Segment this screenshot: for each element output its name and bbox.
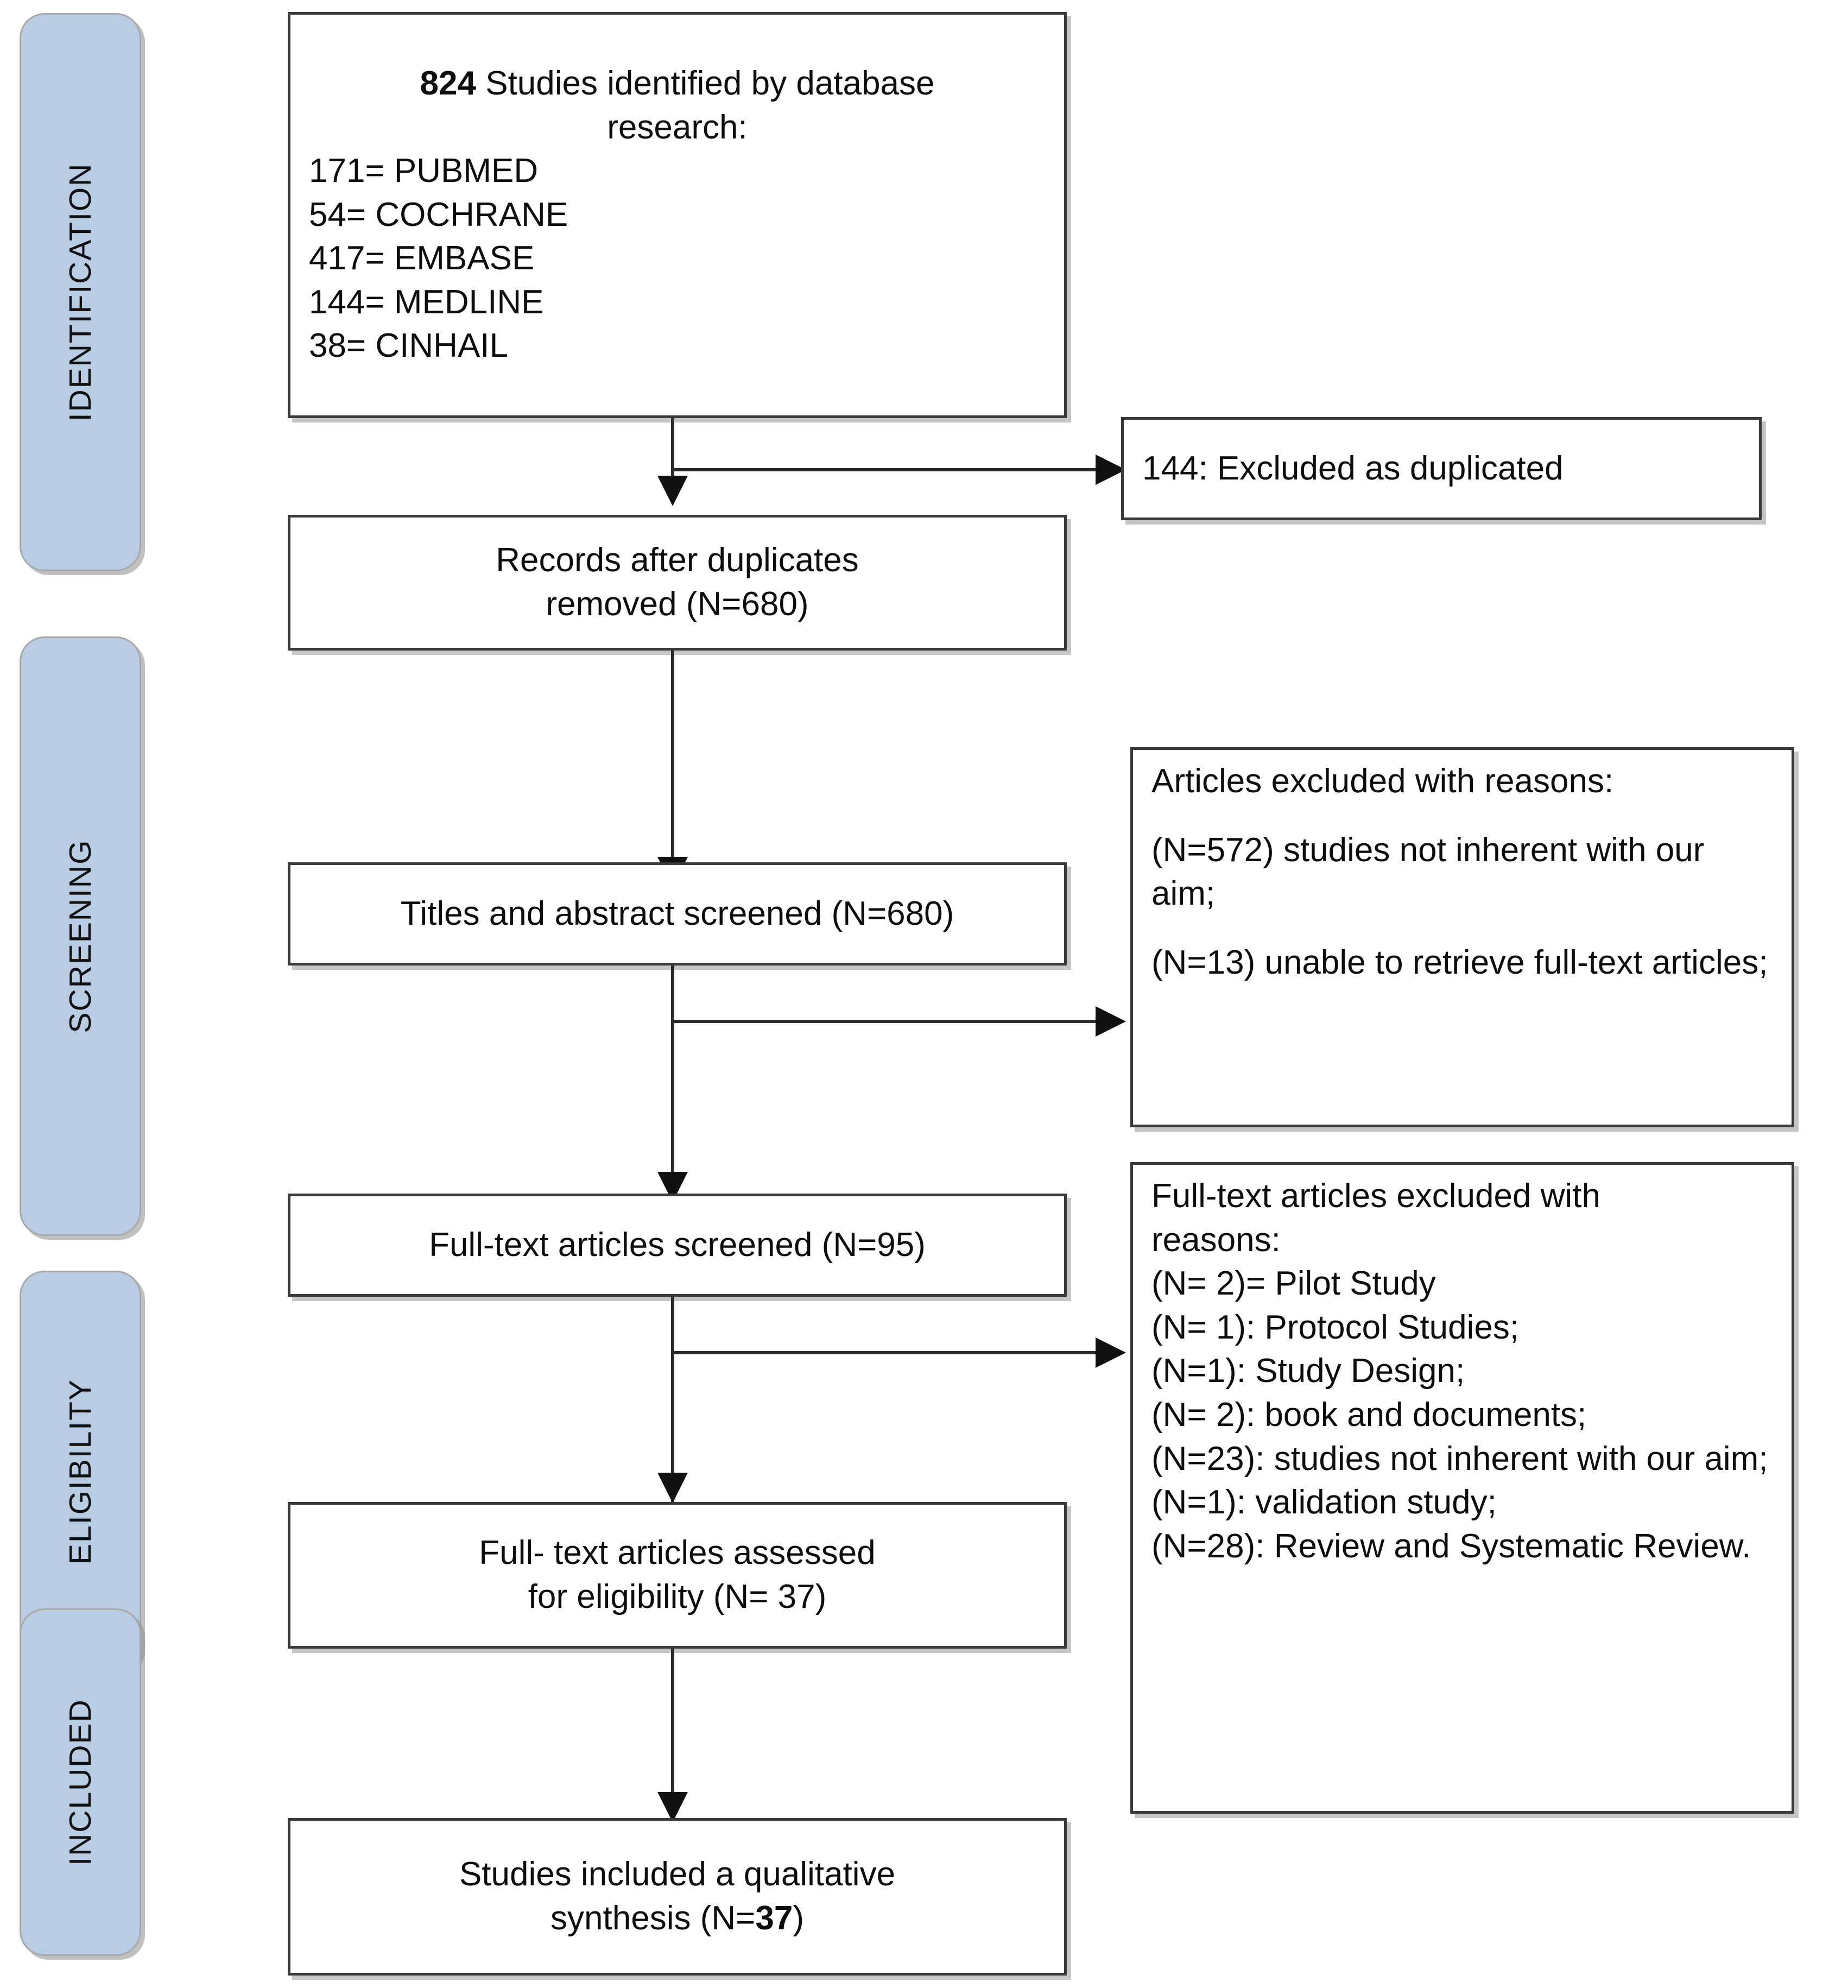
arrow-fulltext-to-fulltext-excluded — [1096, 1337, 1126, 1368]
articles-excluded-heading: Articles excluded with reasons: — [1151, 762, 1614, 800]
connector-fulltext-to-assessed — [671, 1297, 674, 1503]
identified-source-2: 417= EMBASE — [309, 239, 535, 277]
included-synthesis-line2: synthesis (N=37) — [309, 1897, 1046, 1941]
stage-pill-identification: IDENTIFICATION — [20, 13, 141, 571]
box-assessed-for-eligibility: Full- text articles assessed for eligibi… — [288, 1502, 1067, 1649]
fulltext-excluded-heading-line1: Full-text articles excluded with — [1151, 1177, 1600, 1215]
identified-title-number: 824 — [420, 64, 476, 102]
box-articles-excluded-reasons: Articles excluded with reasons: (N=572) … — [1130, 747, 1794, 1127]
arrow-assessed-to-included — [657, 1792, 688, 1822]
connector-titles-to-articles-excluded — [671, 1020, 1100, 1023]
records-after-duplicates-line1: Records after duplicates — [496, 541, 859, 579]
fulltext-excluded-reason-4: (N=23): studies not inherent with our ai… — [1151, 1440, 1768, 1478]
articles-excluded-gap-1 — [1151, 804, 1773, 829]
included-synthesis-number: 37 — [755, 1899, 793, 1937]
identified-title: 824 Studies identified by database — [309, 62, 1046, 106]
arrow-identified-to-records — [657, 476, 688, 506]
stage-pill-included: INCLUDED — [20, 1608, 141, 1956]
connector-assessed-to-included — [671, 1649, 674, 1822]
assessed-eligibility-line2: for eligibility (N= 37) — [528, 1578, 827, 1615]
box-duplicates-excluded: 144: Excluded as duplicated — [1121, 417, 1762, 520]
fulltext-excluded-reason-3: (N= 2): book and documents; — [1151, 1396, 1587, 1434]
articles-excluded-gap-2 — [1151, 916, 1773, 941]
fulltext-screened-line1: Full-text articles screened (N=95) — [429, 1226, 926, 1264]
records-after-duplicates-line2: removed (N=680) — [546, 585, 809, 623]
fulltext-excluded-reason-1: (N= 1): Protocol Studies; — [1151, 1308, 1520, 1346]
titles-screened-line1: Titles and abstract screened (N=680) — [400, 894, 954, 932]
identified-source-4: 38= CINHAIL — [309, 327, 509, 365]
fulltext-excluded-heading-line2: reasons: — [1151, 1221, 1281, 1259]
identified-source-1: 54= COCHRANE — [309, 195, 568, 233]
included-synthesis-suffix: ) — [793, 1899, 804, 1937]
box-fulltext-screened: Full-text articles screened (N=95) — [288, 1194, 1067, 1297]
articles-excluded-reason-1: (N=13) unable to retrieve full-text arti… — [1151, 943, 1768, 981]
stage-pill-screening: SCREENING — [20, 636, 141, 1236]
stage-label-eligibility: ELIGIBILITY — [63, 1379, 98, 1564]
box-titles-abstract-screened: Titles and abstract screened (N=680) — [288, 862, 1067, 965]
identified-title-rest: Studies identified by database — [476, 64, 935, 102]
connector-titles-to-fulltext — [671, 965, 674, 1199]
included-synthesis-prefix: synthesis (N= — [550, 1899, 756, 1937]
box-included-synthesis: Studies included a qualitative synthesis… — [288, 1818, 1067, 1976]
assessed-eligibility-line1: Full- text articles assessed — [479, 1534, 876, 1572]
identified-title-second-line: research: — [607, 108, 748, 146]
connector-identified-to-records — [671, 418, 674, 500]
duplicates-excluded-text: 144: Excluded as duplicated — [1142, 449, 1564, 487]
fulltext-excluded-reason-6: (N=28): Review and Systematic Review. — [1151, 1527, 1751, 1565]
stage-label-identification: IDENTIFICATION — [63, 162, 98, 422]
articles-excluded-reason-0: (N=572) studies not inherent with our ai… — [1151, 831, 1714, 913]
arrow-titles-to-articles-excluded — [1096, 1006, 1126, 1037]
connector-fulltext-to-fulltext-excluded — [671, 1351, 1100, 1354]
stage-label-included: INCLUDED — [63, 1699, 98, 1866]
stage-label-screening: SCREENING — [63, 839, 98, 1033]
included-synthesis-line1: Studies included a qualitative — [459, 1856, 896, 1894]
fulltext-excluded-reason-2: (N=1): Study Design; — [1151, 1352, 1465, 1390]
identified-source-3: 144= MEDLINE — [309, 283, 544, 321]
identified-source-0: 171= PUBMED — [309, 152, 539, 190]
stage-pill-eligibility: ELIGIBILITY — [20, 1271, 141, 1673]
connector-identified-to-duplicates — [671, 468, 1100, 471]
box-fulltext-excluded-reasons: Full-text articles excluded with reasons… — [1130, 1162, 1794, 1814]
fulltext-excluded-reason-5: (N=1): validation study; — [1151, 1484, 1497, 1522]
fulltext-excluded-reason-0: (N= 2)= Pilot Study — [1151, 1265, 1436, 1303]
arrow-identified-to-duplicates — [1096, 455, 1126, 485]
box-studies-identified: 824 Studies identified by database resea… — [288, 12, 1067, 418]
box-records-after-duplicates: Records after duplicates removed (N=680) — [288, 515, 1067, 651]
arrow-fulltext-to-assessed — [657, 1473, 688, 1503]
connector-records-to-titles — [671, 651, 674, 884]
